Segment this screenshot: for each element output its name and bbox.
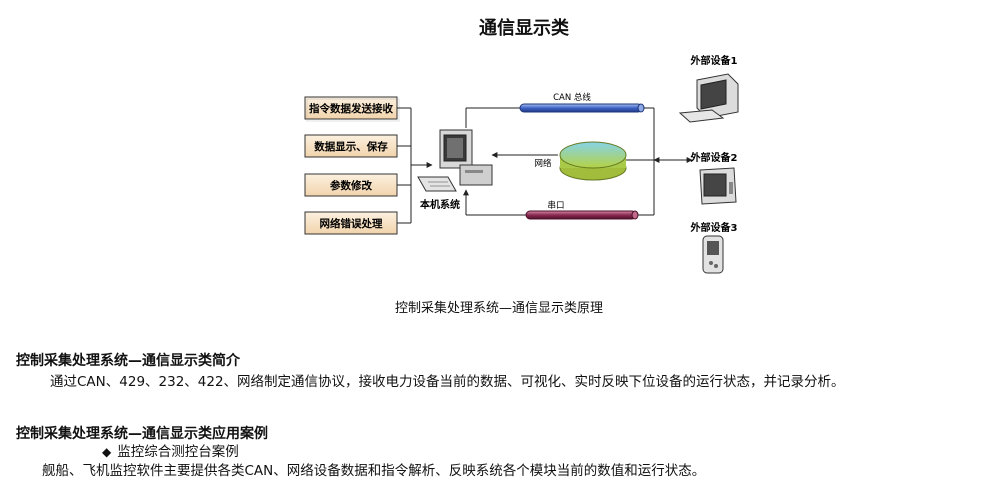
principle-diagram: 指令数据发送接收 数据显示、保存 参数修改 网络错误处理 本机系统 bbox=[304, 54, 739, 274]
diagram-caption: 控制采集处理系统—通信显示类原理 bbox=[395, 301, 604, 316]
intro-heading: 控制采集处理系统—通信显示类简介 bbox=[16, 353, 240, 369]
network-label: 网络 bbox=[534, 158, 552, 169]
function-box-1: 指令数据发送接收 bbox=[304, 96, 400, 122]
page-title: 通信显示类 bbox=[479, 18, 569, 39]
cases-heading: 控制采集处理系统—通信显示类应用案例 bbox=[16, 426, 268, 442]
function-box-3: 参数修改 bbox=[304, 173, 398, 197]
left-connectors bbox=[463, 107, 558, 216]
external-device-3-icon bbox=[702, 235, 724, 274]
serial-label: 串口 bbox=[547, 201, 564, 211]
serial-bus bbox=[525, 210, 639, 220]
function-label-3: 参数修改 bbox=[330, 179, 372, 192]
host-computer-icon bbox=[417, 129, 493, 192]
host-label: 本机系统 bbox=[420, 198, 460, 211]
external-device-1-icon bbox=[678, 73, 739, 123]
function-box-2: 数据显示、保存 bbox=[304, 134, 398, 158]
function-box-4: 网络错误处理 bbox=[304, 211, 398, 235]
can-bus bbox=[519, 103, 645, 113]
function-label-1: 指令数据发送接收 bbox=[309, 102, 393, 115]
diamond-bullet-icon: ◆ bbox=[102, 445, 112, 459]
network-icon bbox=[559, 141, 627, 181]
external-device-2-icon bbox=[699, 167, 737, 205]
case-bullet-label: 监控综合测控台案例 bbox=[117, 444, 239, 460]
can-bus-label: CAN 总线 bbox=[553, 92, 591, 103]
right-connectors bbox=[626, 107, 693, 216]
box-connectors bbox=[397, 107, 433, 224]
device-label-1: 外部设备1 bbox=[690, 54, 738, 67]
case-bullet: ◆ 监控综合测控台案例 bbox=[102, 440, 239, 460]
function-label-4: 网络错误处理 bbox=[320, 217, 383, 230]
intro-text: 通过CAN、429、232、422、网络制定通信协议，接收电力设备当前的数据、可… bbox=[50, 374, 845, 390]
function-label-2: 数据显示、保存 bbox=[313, 140, 388, 153]
device-label-3: 外部设备3 bbox=[690, 221, 738, 234]
device-label-2: 外部设备2 bbox=[690, 151, 738, 164]
cases-text: 舰船、飞机监控软件主要提供各类CAN、网络设备数据和指令解析、反映系统各个模块当… bbox=[42, 463, 706, 479]
